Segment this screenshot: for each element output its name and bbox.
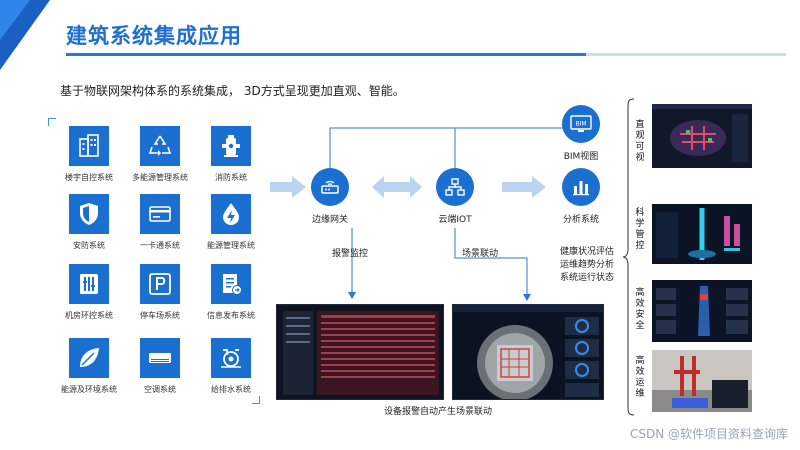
flow-arrow-right [502,176,546,198]
system-label: 一卡通系统 [140,241,180,250]
shield-icon [69,194,109,234]
drop-energy-icon [211,194,251,234]
bim-monitor-icon: BIM [562,105,600,143]
corner-decoration [0,0,50,70]
system-parking[interactable]: 停车场系统 [125,264,195,321]
flow-arrow-right [270,176,306,198]
cloud-iot-node[interactable]: 云端IOT [410,168,500,225]
parking-icon [140,264,180,304]
maintenance-view-thumbnail [652,350,752,412]
system-card[interactable]: 一卡通系统 [125,194,195,251]
system-label: 楼宇自控系统 [65,173,113,182]
right-brace [622,98,635,416]
system-label: 停车场系统 [140,311,180,320]
bim-badge-text: BIM [575,121,586,128]
system-label: 空调系统 [144,385,176,394]
frame-corner-top-left [48,118,56,126]
leaf-icon [69,338,109,378]
safety-view-thumbnail [652,280,752,342]
building-icon [69,126,109,166]
document-icon [211,264,251,304]
hydrant-icon [211,126,251,166]
system-label: 消防系统 [215,173,247,182]
scene-linkage-screenshot [452,304,604,400]
node-label: 边缘网关 [311,215,348,225]
page-subtitle: 基于物联网架构体系的系统集成， 3D方式呈现更加直观、智能。 [60,84,405,98]
title-underline [66,53,586,56]
card-icon [140,194,180,234]
analysis-system-node[interactable]: 分析系统 [536,168,626,225]
node-label: BIM视图 [563,152,599,162]
analysis-item: 运维趋势分析 [560,260,615,270]
flow-arrow-bidirectional [372,176,422,198]
ac-icon [140,338,180,378]
page-title: 建筑系统集成应用 [66,24,242,48]
server-icon [69,264,109,304]
system-label: 能源管理系统 [207,241,255,250]
analysis-items: 健康状况评估 运维趋势分析 系统运行状态 [560,246,614,285]
bim-view-node[interactable]: BIM BIM视图 [536,105,626,162]
analysis-item: 健康状况评估 [560,247,615,257]
node-label: 分析系统 [562,215,599,225]
system-label: 信息发布系统 [207,311,255,320]
system-fire[interactable]: 消防系统 [196,126,266,183]
bar-chart-icon [562,168,600,206]
system-machine-room[interactable]: 机房环控系统 [54,264,124,321]
system-label: 机房环控系统 [65,311,113,320]
recycle-icon [140,126,180,166]
system-label: 安防系统 [73,241,105,250]
frame-corner-bottom-right [252,396,260,404]
router-icon [311,168,349,206]
system-building-control[interactable]: 楼宇自控系统 [54,126,124,183]
analysis-item: 系统运行状态 [560,273,615,283]
water-icon [211,338,251,378]
system-label: 能源及环境系统 [61,385,117,394]
benefit-label-maintenance: 高效运维 [635,356,645,399]
system-security[interactable]: 安防系统 [54,194,124,251]
benefit-label-visual: 直观可视 [635,120,645,163]
benefit-label-control: 科学管控 [635,208,645,251]
system-energy-environment[interactable]: 能源及环境系统 [54,338,124,395]
system-label: 多能源管理系统 [132,173,188,182]
scene-linkage-label: 场景联动 [462,249,499,259]
benefit-label-safety: 高效安全 [635,288,645,331]
system-water-supply[interactable]: 给排水系统 [196,338,266,395]
title-underline-extension [586,53,786,56]
system-multi-energy[interactable]: 多能源管理系统 [125,126,195,183]
alarm-dashboard-screenshot [276,304,444,400]
system-air-conditioning[interactable]: 空调系统 [125,338,195,395]
watermark: CSDN @软件项目资料查询库 [629,427,788,441]
system-info-publish[interactable]: 信息发布系统 [196,264,266,321]
flow-caption: 设备报警自动产生场景联动 [384,407,493,417]
control-view-thumbnail [652,204,752,264]
alarm-monitor-label: 报警监控 [332,249,369,259]
system-label: 给排水系统 [211,385,251,394]
edge-gateway-node[interactable]: 边缘网关 [285,168,375,225]
node-label: 云端IOT [438,215,472,225]
visual-view-thumbnail [652,104,752,168]
network-icon [436,168,474,206]
system-energy-management[interactable]: 能源管理系统 [196,194,266,251]
